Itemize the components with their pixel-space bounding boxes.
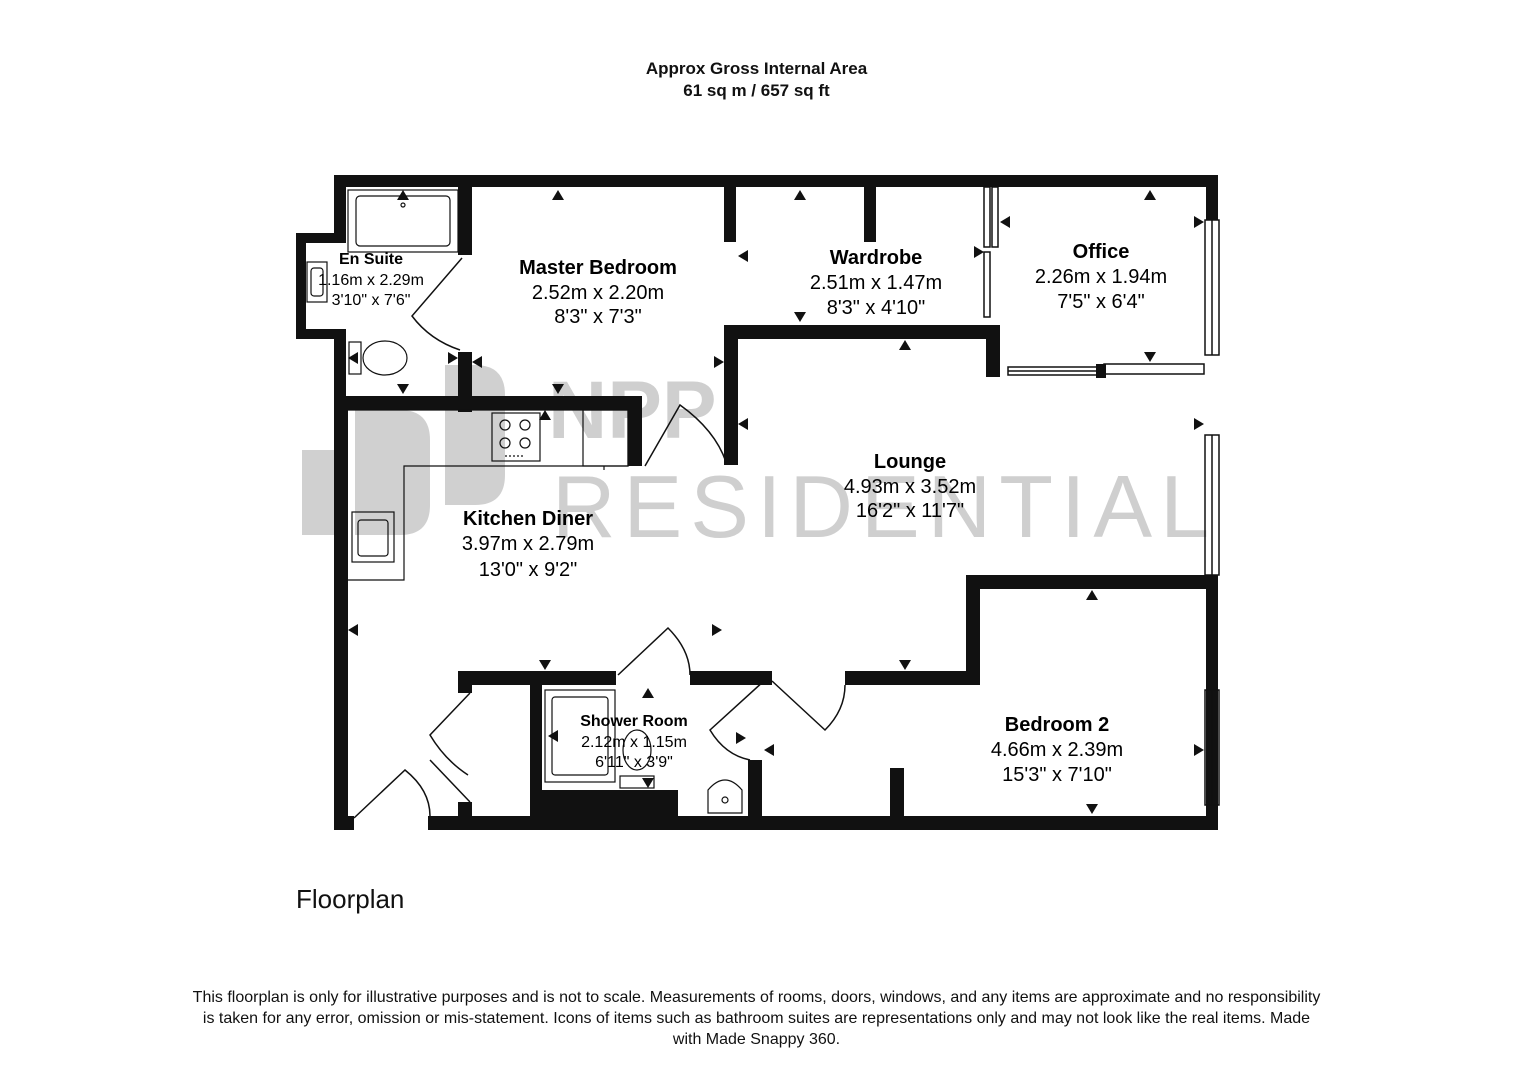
room-name: Shower Room: [580, 713, 688, 730]
room-metric: 2.12m x 1.15m: [581, 734, 687, 751]
room-imperial: 8'3" x 4'10": [827, 297, 926, 319]
area-value: 61 sq m / 657 sq ft: [683, 81, 830, 100]
area-header: Approx Gross Internal Area 61 sq m / 657…: [0, 58, 1513, 102]
room-label-master-bedroom: Master Bedroom 2.52m x 2.20m 8'3" x 7'3": [519, 257, 677, 328]
watermark-bottom: RESIDENTIAL: [552, 457, 1217, 556]
sink-icon: [306, 261, 328, 303]
room-metric: 4.93m x 3.52m: [844, 476, 976, 498]
room-imperial: 16'2" x 11'7": [856, 500, 964, 522]
room-label-bedroom-2: Bedroom 2 4.66m x 2.39m 15'3" x 7'10": [991, 714, 1123, 786]
room-label-en-suite: En Suite 1.16m x 2.29m 3'10" x 7'6": [318, 251, 424, 309]
room-label-lounge: Lounge 4.93m x 3.52m 16'2" x 11'7": [844, 451, 976, 522]
walls: [296, 175, 1218, 830]
room-imperial: 3'10" x 7'6": [332, 292, 411, 309]
room-label-office: Office 2.26m x 1.94m 7'5" x 6'4": [1035, 241, 1167, 313]
toilet-icon: [619, 729, 655, 789]
room-label-shower-room: Shower Room 2.12m x 1.15m 6'11" x 3'9": [580, 713, 688, 771]
sink-icon: [351, 511, 395, 563]
floorplan-caption: Floorplan: [296, 884, 405, 914]
watermark: NPP RESIDENTIAL: [302, 365, 1217, 556]
room-imperial: 6'11" x 3'9": [595, 754, 673, 771]
room-metric: 3.97m x 2.79m: [462, 533, 594, 555]
room-metric: 2.52m x 2.20m: [532, 282, 664, 304]
room-name: Bedroom 2: [1005, 714, 1109, 736]
room-name: Master Bedroom: [519, 257, 677, 279]
disclaimer-text: This floorplan is only for illustrative …: [192, 989, 1321, 1048]
room-name: En Suite: [339, 251, 403, 268]
sink-icon: [707, 779, 743, 814]
window-icon: [983, 186, 1220, 806]
room-label-wardrobe: Wardrobe 2.51m x 1.47m 8'3" x 4'10": [810, 247, 942, 319]
room-metric: 2.51m x 1.47m: [810, 272, 942, 294]
room-imperial: 13'0" x 9'2": [479, 559, 578, 581]
room-name: Kitchen Diner: [463, 508, 593, 530]
room-name: Office: [1073, 241, 1130, 263]
room-metric: 2.26m x 1.94m: [1035, 266, 1167, 288]
dimension-arrow-icon: [348, 190, 1204, 814]
room-label-kitchen-diner: Kitchen Diner 3.97m x 2.79m 13'0" x 9'2": [462, 508, 594, 581]
kitchen-worktop: [348, 409, 629, 581]
room-metric: 4.66m x 2.39m: [991, 739, 1123, 761]
door-swing-icon: [353, 257, 1098, 819]
room-name: Lounge: [874, 451, 946, 473]
room-imperial: 15'3" x 7'10": [1002, 764, 1112, 786]
room-name: Wardrobe: [830, 247, 923, 269]
room-imperial: 7'5" x 6'4": [1057, 291, 1144, 313]
hob-icon: [491, 412, 541, 462]
area-title: Approx Gross Internal Area: [645, 59, 868, 78]
room-imperial: 8'3" x 7'3": [554, 306, 641, 328]
room-metric: 1.16m x 2.29m: [318, 272, 424, 289]
